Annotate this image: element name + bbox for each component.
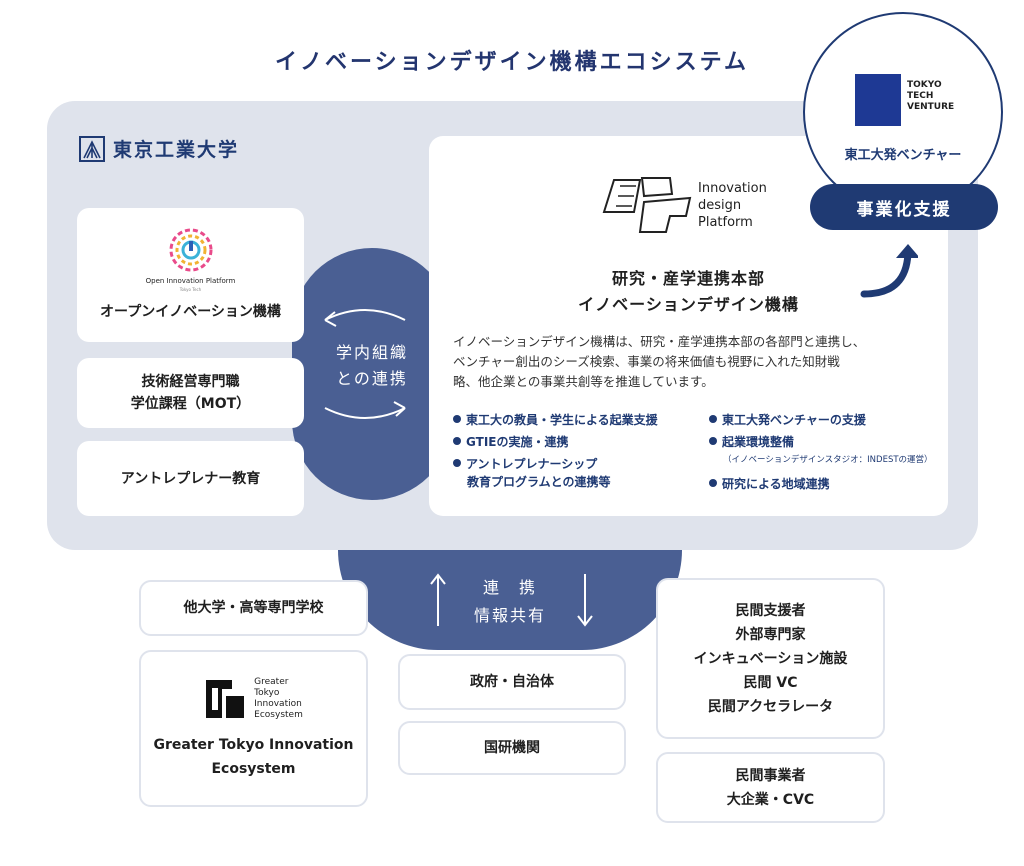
up-arrow-icon (430, 573, 446, 626)
gtie-line2: Ecosystem (211, 760, 296, 777)
gov-label: 政府・自治体 (470, 674, 554, 690)
bullet-item: 起業環境整備 (709, 433, 944, 451)
gtie-line1: Greater Tokyo Innovation (153, 736, 354, 753)
gtie-logo-line3: Innovation (254, 698, 302, 709)
ttv-logo-line1: TOKYO (907, 80, 942, 90)
private-biz-item: 民間事業者 (735, 767, 806, 784)
venture-circle (803, 12, 1003, 212)
oip-logo-icon (169, 228, 212, 272)
private-support-item: 民間支援者 (735, 602, 806, 619)
page-title: イノベーションデザイン機構エコシステム (275, 50, 749, 75)
research-label: 国研機関 (484, 740, 540, 756)
gtie-box: Greater Tokyo Innovation Ecosystem Great… (139, 650, 368, 807)
private-support-item: 外部専門家 (735, 626, 806, 643)
collab-label: 連 携 情報共有 (460, 574, 560, 630)
internal-link-label: 学内組織 との連携 (312, 340, 432, 392)
ttv-logo-mark (855, 74, 901, 126)
idp-bullets-left: 東工大の教員・学生による起業支援 GTIEの実施・連携 アントレプレナーシップ … (453, 411, 703, 491)
internal-link-line2: との連携 (336, 369, 408, 388)
ttv-logo-line2: TECH (907, 91, 934, 101)
private-biz-box: 民間事業者 大企業・CVC (656, 752, 885, 823)
mot-line2: 学位課程（MOT） (130, 396, 251, 412)
university-header: 東京工業大学 (79, 135, 239, 162)
idp-heading: 研究・産学連携本部 イノベーションデザイン機構 (429, 266, 948, 318)
private-support-box: 民間支援者 外部専門家 インキュベーション施設 民間 VC 民間アクセラレータ (656, 578, 885, 739)
internal-link-line1: 学内組織 (335, 343, 408, 362)
idp-bullets-right: 東工大発ベンチャーの支援 起業環境整備 （イノベーションデザインスタジオ：IND… (709, 411, 944, 493)
bullet-sub-note: （イノベーションデザインスタジオ：INDESTの運営） (723, 455, 933, 465)
collab-blob (338, 550, 682, 650)
gov-box: 政府・自治体 (398, 654, 626, 710)
collab-line2: 情報共有 (473, 606, 546, 625)
down-arrow-icon (577, 574, 593, 627)
idp-logo-line1: Innovation (698, 181, 767, 196)
university-name: 東京工業大学 (113, 139, 240, 161)
mot-card: 技術経営専門職 学位課程（MOT） (77, 358, 304, 428)
idp-logo-icon (602, 177, 692, 233)
private-biz-item: 大企業・CVC (726, 791, 815, 808)
bullet-item: 東工大発ベンチャーの支援 (709, 411, 944, 429)
entrepreneur-label: アントレプレナー教育 (120, 470, 261, 487)
ttv-logo-line3: VENTURE (907, 102, 955, 112)
oip-card: Open Innovation Platform Tokyo Tech オープン… (77, 208, 304, 342)
idp-desc-line2: ベンチャー創出のシーズ検索、事業の将来価値も視野に入れた知財戦 (453, 354, 840, 369)
bullet-item: 東工大の教員・学生による起業支援 (453, 411, 703, 429)
other-univ-label: 他大学・高等専門学校 (183, 600, 324, 616)
ttv-logo-text: TOKYO TECH VENTURE (907, 80, 954, 113)
gtie-logo-icon (206, 679, 245, 718)
oip-logo-text: Open Innovation Platform (145, 277, 236, 285)
idp-desc-line1: イノベーションデザイン機構は、研究・産学連携本部の各部門と連携し、 (453, 334, 866, 349)
private-support-item: 民間アクセラレータ (707, 698, 834, 715)
bullet-item: GTIEの実施・連携 (453, 433, 703, 451)
entrepreneur-card: アントレプレナー教育 (77, 441, 304, 516)
other-univ-box: 他大学・高等専門学校 (139, 580, 368, 636)
gtie-logo-line2: Tokyo (254, 687, 280, 698)
internal-link-blob (292, 248, 452, 500)
cycle-arrows-icon (324, 309, 406, 419)
support-arrow-icon (860, 244, 918, 298)
idp-description: イノベーションデザイン機構は、研究・産学連携本部の各部門と連携し、 ベンチャー創… (453, 332, 943, 392)
mot-line1: 技術経営専門職 (141, 374, 240, 390)
gtie-logo-line4: Ecosystem (254, 709, 303, 720)
idp-logo-line3: Platform (698, 215, 753, 230)
support-badge: 事業化支援 (810, 184, 998, 230)
bullet-continuation: 教育プログラムとの連携等 (467, 475, 611, 489)
idp-heading-line2: イノベーションデザイン機構 (578, 295, 799, 314)
idp-logo-text: Innovation design Platform (698, 180, 767, 231)
bullet-item: 研究による地域連携 (709, 475, 944, 493)
oip-logo-sub: Tokyo Tech (179, 287, 202, 292)
private-support-item: 民間 VC (743, 674, 798, 691)
gtie-logo-line1: Greater (254, 676, 289, 687)
tokyo-tech-emblem-icon (79, 135, 105, 162)
bullet-item: アントレプレナーシップ (453, 455, 703, 473)
gtie-logo: Greater Tokyo Innovation Ecosystem (204, 677, 303, 721)
idp-logo-line2: design (698, 198, 742, 213)
research-box: 国研機関 (398, 721, 626, 775)
private-support-item: インキュベーション施設 (693, 650, 848, 667)
collab-line1: 連 携 (482, 578, 537, 597)
idp-desc-line3: 略、他企業との事業共創等を推進しています。 (453, 374, 714, 389)
venture-label: 東工大発ベンチャー (844, 148, 962, 163)
oip-label: オープンイノベーション機構 (100, 304, 281, 320)
idp-heading-line1: 研究・産学連携本部 (611, 269, 765, 288)
